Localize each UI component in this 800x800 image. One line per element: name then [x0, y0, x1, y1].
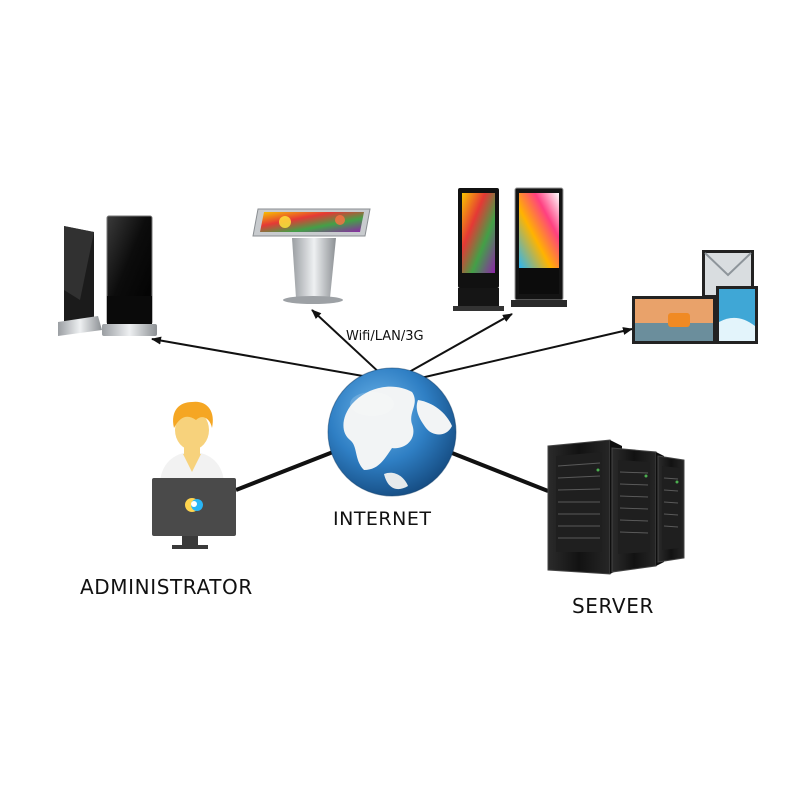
administrator-label: ADMINISTRATOR [80, 575, 253, 599]
server-label: SERVER [572, 594, 654, 618]
standing-display-pair-icon [58, 215, 157, 336]
administrator-icon [152, 401, 236, 549]
connection-type-label: Wifi/LAN/3G [346, 329, 424, 344]
arrow-to-wall-displays [411, 327, 633, 381]
link-administrator [235, 450, 334, 492]
arrow-to-table-kiosk [311, 309, 384, 377]
internet-label: INTERNET [333, 508, 432, 530]
link-server [451, 451, 549, 493]
arrow-to-standing-displays [151, 336, 381, 380]
standing-display-screens-icon [453, 187, 567, 311]
touch-table-kiosk-icon [252, 208, 371, 304]
connection-lines [151, 309, 633, 493]
server-rack-icon [547, 439, 685, 575]
wall-display-group-icon [632, 250, 758, 344]
globe-icon [327, 367, 457, 497]
arrow-to-display-screens [401, 313, 513, 377]
